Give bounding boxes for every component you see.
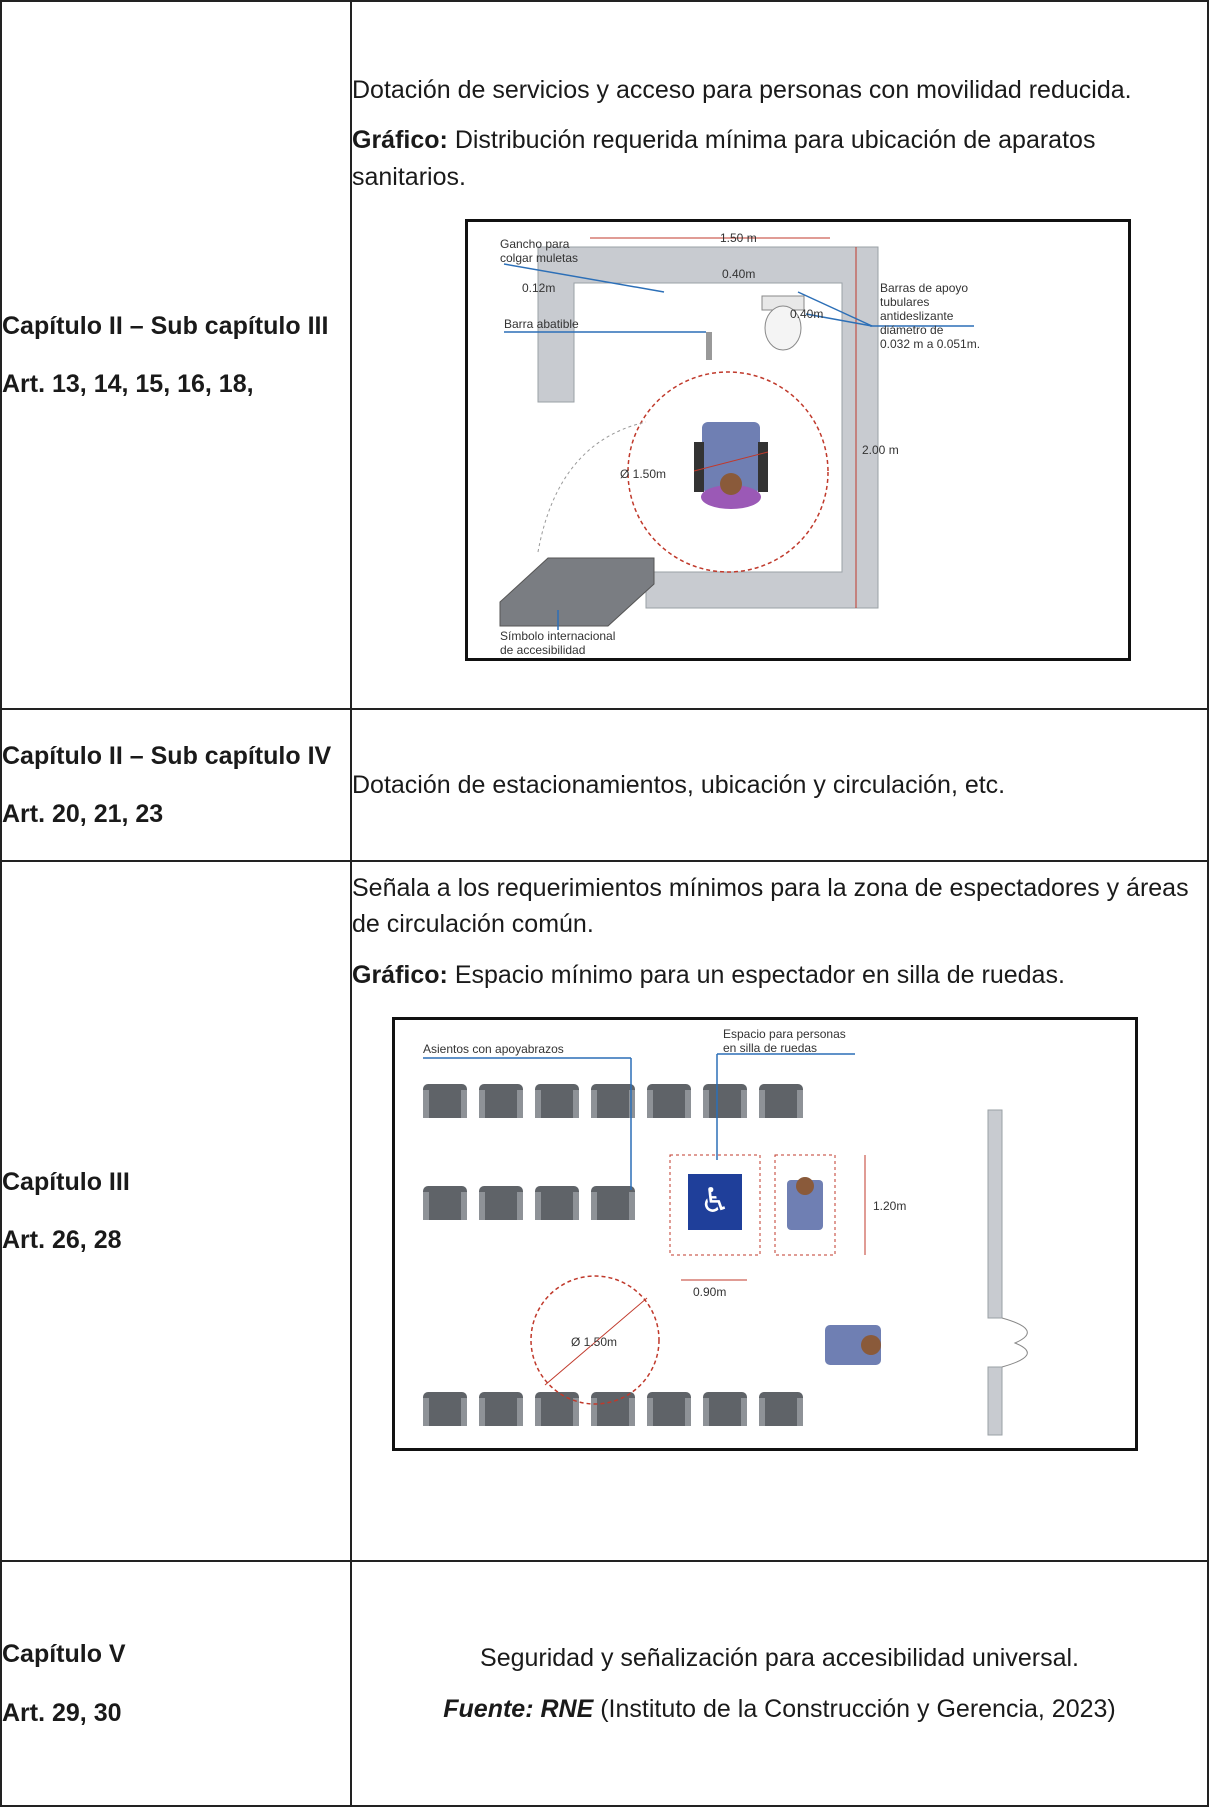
chapter-title: Capítulo III <box>2 1167 130 1196</box>
label-hook-line1: Gancho para <box>500 237 570 251</box>
table-row: Capítulo II – Sub capítulo IV Art. 20, 2… <box>0 708 1209 862</box>
label-symbol-1: Símbolo internacional <box>500 629 615 643</box>
description-cell: Seguridad y señalización para accesibili… <box>350 1560 1209 1807</box>
description-text: Dotación de servicios y acceso para pers… <box>352 76 1132 104</box>
seat-icon <box>647 1391 691 1426</box>
label-diameter: Ø 1.50m <box>620 467 666 481</box>
seat-icon <box>591 1391 635 1426</box>
seat-icon <box>535 1391 579 1426</box>
label-height: 2.00 m <box>862 443 899 457</box>
figure-caption: Gráfico: Distribución requerida mínima p… <box>352 122 1207 195</box>
figure-caption: Gráfico: Espacio mínimo para un espectad… <box>352 957 1207 993</box>
label-width: 0.90m <box>693 1285 726 1299</box>
description-cell: Dotación de estacionamientos, ubicación … <box>350 708 1209 862</box>
source-label: Fuente: RNE <box>443 1694 594 1723</box>
articles: Art. 26, 28 <box>2 1226 122 1254</box>
table-row: Capítulo V Art. 29, 30 Seguridad y señal… <box>0 1560 1209 1807</box>
chapter-title: Capítulo V <box>2 1640 126 1669</box>
label-fold-bar: Barra abatible <box>504 317 579 331</box>
seat-icon <box>647 1083 691 1118</box>
description-text: Seguridad y señalización para accesibili… <box>480 1644 1079 1673</box>
chapter-cell: Capítulo V Art. 29, 30 <box>0 1560 352 1807</box>
source-citation: (Instituto de la Construcción y Gerencia… <box>600 1694 1116 1723</box>
seat-icon <box>759 1391 803 1426</box>
spectator-figure: ♿ <box>392 1016 1138 1451</box>
label-symbol-2: de accesibilidad <box>500 643 585 657</box>
seat-icon <box>591 1185 635 1220</box>
label-bars-1: Barras de apoyo <box>880 281 968 295</box>
description-cell: Señala a los requerimientos mínimos para… <box>350 860 1209 1562</box>
label-hook-line2: colgar muletas <box>500 251 578 265</box>
label-diameter: Ø 1.50m <box>571 1335 617 1349</box>
grafico-label: Gráfico: <box>352 126 448 155</box>
chapter-cell: Capítulo III Art. 26, 28 <box>0 860 352 1562</box>
chapter-title: Capítulo II – Sub capítulo III <box>2 311 329 340</box>
seat-icon <box>703 1083 747 1118</box>
grafico-label: Gráfico: <box>352 960 448 989</box>
chapter-cell: Capítulo II – Sub capítulo IV Art. 20, 2… <box>0 708 352 862</box>
seat-icon <box>423 1083 467 1118</box>
source-line: Fuente: RNE (Instituto de la Construcció… <box>352 1691 1207 1727</box>
label-space-2: en silla de ruedas <box>723 1041 817 1055</box>
table-row: Capítulo III Art. 26, 28 Señala a los re… <box>0 860 1209 1562</box>
bathroom-figure: Gancho para colgar muletas 1.50 m 0.12m … <box>465 218 1131 661</box>
accessibility-icon: ♿ <box>700 1181 730 1221</box>
seat-icon <box>703 1391 747 1426</box>
label-040b: 0.40m <box>790 307 823 321</box>
chapter-title: Capítulo II – Sub capítulo IV <box>2 741 332 770</box>
articles: Art. 20, 21, 23 <box>2 800 164 828</box>
chapter-cell: Capítulo II – Sub capítulo III Art. 13, … <box>0 0 352 710</box>
label-seats: Asientos con apoyabrazos <box>423 1042 564 1056</box>
seat-icon <box>423 1391 467 1426</box>
description-text: Dotación de estacionamientos, ubicación … <box>352 770 1006 799</box>
seat-icon <box>423 1185 467 1220</box>
figure-caption-text: Espacio mínimo para un espectador en sil… <box>454 960 1065 989</box>
label-width: 1.50 m <box>720 231 757 245</box>
table-row: Capítulo II – Sub capítulo III Art. 13, … <box>0 0 1209 710</box>
description-text: Señala a los requerimientos mínimos para… <box>352 874 1189 939</box>
label-012: 0.12m <box>522 281 555 295</box>
figure-caption-text: Distribución requerida mínima para ubica… <box>352 126 1096 191</box>
label-bars-2: tubulares <box>880 295 929 309</box>
seat-icon <box>479 1083 523 1118</box>
seat-icon <box>479 1391 523 1426</box>
seat-icon <box>535 1185 579 1220</box>
seat-icon <box>535 1083 579 1118</box>
label-040a: 0.40m <box>722 267 755 281</box>
label-height: 1.20m <box>873 1199 906 1213</box>
label-space-1: Espacio para personas <box>723 1027 846 1041</box>
articles: Art. 13, 14, 15, 16, 18, <box>2 370 254 398</box>
seat-icon <box>479 1185 523 1220</box>
seat-icon <box>591 1083 635 1118</box>
description-cell: Dotación de servicios y acceso para pers… <box>350 0 1209 710</box>
articles: Art. 29, 30 <box>2 1698 122 1727</box>
label-bars-4: diámetro de <box>880 323 944 337</box>
seat-icon <box>759 1083 803 1118</box>
label-bars-5: 0.032 m a 0.051m. <box>880 337 980 351</box>
label-bars-3: antideslizante <box>880 309 954 323</box>
